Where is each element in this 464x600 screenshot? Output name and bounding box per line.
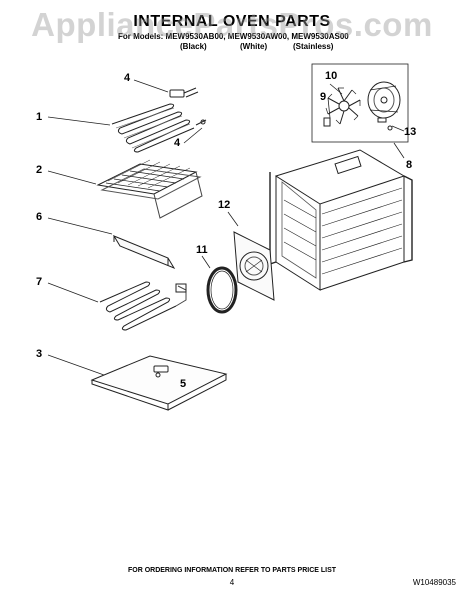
bake-element-icon — [99, 281, 187, 331]
leader-lines — [47, 79, 405, 385]
variant-black: (Black) — [180, 42, 207, 51]
variant-white: (White) — [240, 42, 268, 51]
callout-13: 13 — [404, 126, 417, 138]
callout-5: 5 — [180, 378, 187, 390]
convection-assembly-group — [311, 63, 409, 143]
callout-4-lower: 4 — [174, 137, 181, 149]
callout-2: 2 — [36, 164, 43, 176]
watermark: AppliancePartsPros.com — [31, 6, 433, 43]
convection-fan-blade-icon — [323, 87, 361, 127]
fan-gasket-icon — [206, 266, 238, 314]
oven-rack-icon — [96, 159, 203, 219]
callout-11: 11 — [196, 244, 208, 256]
callout-7: 7 — [36, 276, 43, 288]
oven-bottom-panel-icon — [90, 355, 228, 411]
model-list: For Models: MEW9530AB00, MEW9530AW00, ME… — [118, 32, 349, 41]
variant-stainless: (Stainless) — [293, 42, 334, 51]
callout-12: 12 — [218, 199, 231, 211]
callout-1: 1 — [36, 111, 43, 123]
callout-8: 8 — [406, 159, 413, 171]
callout-10: 10 — [325, 70, 338, 82]
page-number: 4 — [229, 578, 235, 587]
oven-cavity-icon — [269, 149, 413, 291]
bake-element-cover-icon — [112, 234, 176, 270]
document-code: W10489035 — [412, 578, 456, 587]
convection-fan-motor-icon — [367, 81, 401, 131]
callout-3: 3 — [36, 348, 43, 360]
page-title: INTERNAL OVEN PARTS — [133, 13, 331, 30]
callout-4-top: 4 — [124, 72, 131, 84]
callout-6: 6 — [36, 211, 43, 223]
callout-9: 9 — [320, 91, 327, 103]
ordering-note: FOR ORDERING INFORMATION REFER TO PARTS … — [127, 567, 337, 574]
convection-fan-cover-icon — [233, 231, 275, 301]
broil-element-icon — [111, 87, 207, 153]
